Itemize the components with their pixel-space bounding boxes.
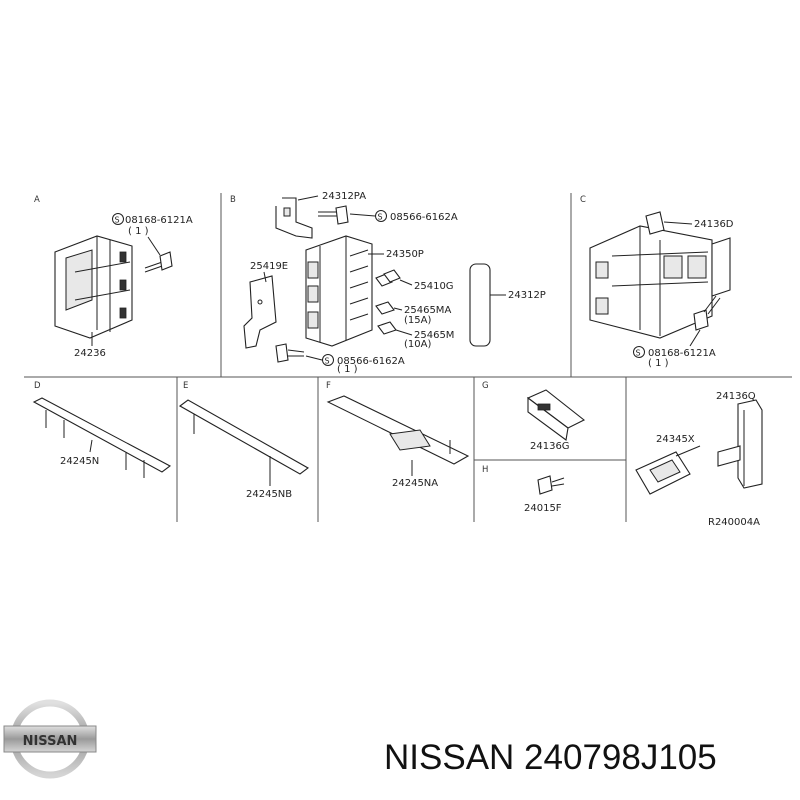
- section-label-e: E: [183, 381, 188, 391]
- caption-brand: NISSAN: [384, 738, 515, 777]
- label-b-fuse-m-amp: (10A): [404, 339, 431, 350]
- leader-c-clip: [663, 221, 693, 225]
- section-label-b: B: [230, 195, 236, 205]
- nissan-logo-text: NISSAN: [23, 734, 78, 749]
- screw-marker-c-text: S: [636, 349, 641, 358]
- label-b-fuse-m: 25465M: [414, 330, 454, 341]
- label-b-top: 24312PA: [322, 191, 366, 202]
- part-c-clip-drawing: [645, 211, 665, 235]
- label-b-fuse-ma: 25465MA: [404, 305, 451, 316]
- label-b-fuse-g: 25410G: [414, 281, 454, 292]
- screw-marker-c: [633, 346, 645, 358]
- label-d-bar: 24245N: [60, 456, 99, 467]
- label-i-connector: 24345X: [656, 434, 695, 445]
- label-e-bar: 24245NB: [246, 489, 292, 500]
- leader-b-fuse-g: [399, 279, 413, 286]
- label-c-screw-qty: ( 1 ): [648, 358, 669, 369]
- nissan-logo: NISSAN: [3, 699, 97, 779]
- leader-b-top: [297, 195, 319, 201]
- screw-marker-b-bottom: [322, 354, 334, 366]
- leader-d-bar: [89, 439, 93, 453]
- part-a-bracket-drawing: [54, 235, 133, 339]
- part-g-clip-drawing: [526, 389, 586, 441]
- part-b-top-bracket-drawing: [275, 197, 313, 239]
- section-label-g: G: [482, 381, 489, 391]
- leader-b-screw-bottom: [305, 355, 323, 361]
- leader-b-bracket: [263, 271, 267, 283]
- leader-b-screw-top: [349, 213, 376, 217]
- part-c-relay-box-drawing: [589, 225, 731, 339]
- leader-b-fuse-m: [395, 329, 413, 336]
- part-c-screw-drawing: [693, 295, 721, 331]
- caption-part-number: 240798J105: [524, 738, 717, 777]
- screw-marker-b-bottom-text: S: [325, 357, 330, 366]
- part-b-fuses-drawing: [375, 269, 401, 335]
- section-label-a: A: [34, 195, 40, 205]
- part-b-fuse-box-drawing: [305, 235, 373, 347]
- section-label-c: C: [580, 195, 586, 205]
- label-f-bar: 24245NA: [392, 478, 438, 489]
- label-b-box: 24350P: [386, 249, 424, 260]
- label-b-bracket: 25419E: [250, 261, 288, 272]
- leader-b-fuse-ma: [393, 307, 403, 311]
- part-a-screw-drawing: [144, 251, 173, 273]
- label-g-clip: 24136G: [530, 441, 570, 452]
- label-b-cover: 24312P: [508, 290, 546, 301]
- label-b-screw-top: 08566-6162A: [390, 212, 458, 223]
- section-label-h: H: [482, 465, 488, 475]
- leader-a-screw: [147, 236, 161, 256]
- label-b-screw-bottom: 08566-6162A: [337, 356, 405, 367]
- part-i-connector-drawing: [635, 445, 701, 495]
- leader-c-screw: [689, 329, 701, 347]
- label-ref: R240004A: [708, 517, 760, 528]
- section-label-f: F: [326, 381, 331, 391]
- label-c-screw: 08168-6121A: [648, 348, 716, 359]
- part-h-screw-drawing: [537, 475, 565, 495]
- screw-marker-b-top: [375, 210, 387, 222]
- label-h-screw: 24015F: [524, 503, 562, 514]
- part-b-cover-drawing: [469, 263, 491, 347]
- screw-marker-b-top-text: S: [378, 213, 383, 222]
- label-a-screw-qty: ( 1 ): [128, 226, 149, 237]
- part-caption: NISSAN 240798J105: [384, 738, 794, 788]
- part-b-side-bracket-drawing: [243, 275, 277, 349]
- screw-marker-a: [112, 213, 124, 225]
- section-frame: [24, 193, 792, 522]
- label-b-fuse-ma-amp: (15A): [404, 315, 431, 326]
- label-a-screw: 08168-6121A: [125, 215, 193, 226]
- part-b-bottom-screw-drawing: [275, 343, 305, 363]
- screw-marker-a-text: S: [115, 216, 120, 225]
- label-c-clip: 24136D: [694, 219, 734, 230]
- part-d-bar-drawing: [32, 397, 172, 478]
- part-e-bar-drawing: [178, 399, 310, 476]
- label-b-screw-bottom-qty: ( 1 ): [337, 364, 358, 375]
- label-i-holder: 24136Q: [716, 391, 756, 402]
- part-f-bar-drawing: [326, 395, 470, 465]
- part-i-holder-drawing: [717, 399, 763, 489]
- section-label-d: D: [34, 381, 41, 391]
- part-b-top-screw-drawing: [318, 205, 349, 225]
- label-a-bracket: 24236: [74, 348, 106, 359]
